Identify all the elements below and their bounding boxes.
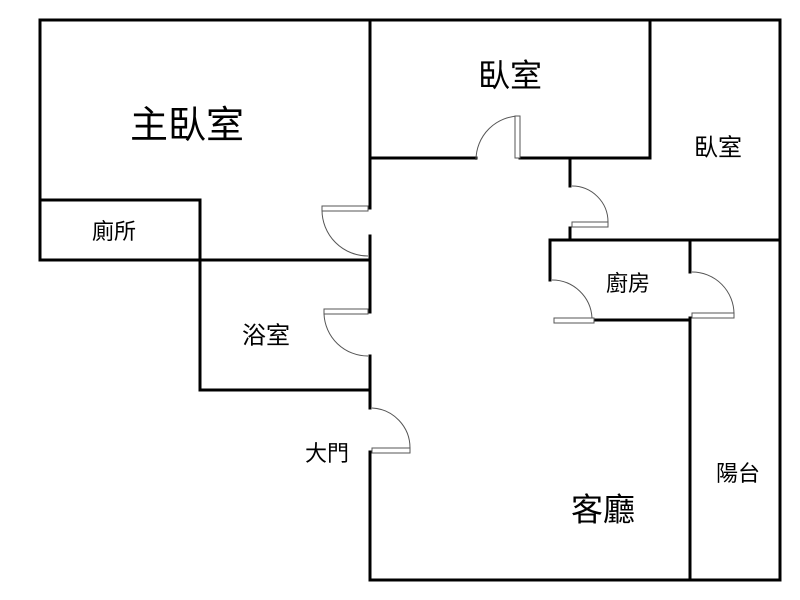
wall-entrance-left (368, 450, 782, 582)
door-bathroom[interactable] (323, 308, 369, 357)
door-kitchen[interactable] (551, 279, 595, 324)
wall-toilet-top (38, 198, 202, 262)
door-master-bedroom[interactable] (321, 205, 369, 257)
label-bathroom: 浴室 (242, 322, 290, 349)
door-bedroom-top[interactable] (475, 115, 521, 161)
label-kitchen: 廚房 (606, 271, 650, 296)
wall-outer-top (38, 18, 782, 582)
label-master-bedroom: 主臥室 (130, 105, 244, 147)
wall-bathroom-left (198, 258, 372, 392)
label-bedroom-top: 臥室 (478, 57, 542, 93)
walls (38, 18, 782, 582)
label-toilet: 廁所 (92, 219, 136, 244)
door-balcony[interactable] (691, 271, 735, 319)
label-balcony: 陽台 (716, 461, 760, 486)
door-main[interactable] (371, 407, 411, 454)
doors (321, 115, 735, 454)
label-living-room: 客廳 (571, 491, 635, 527)
label-bedroom-right: 臥室 (694, 134, 742, 161)
label-main-door: 大門 (305, 441, 349, 466)
door-bedroom-right[interactable] (571, 185, 609, 228)
room-labels: 主臥室 臥室 臥室 廁所 浴室 廚房 大門 客廳 陽台 (92, 57, 760, 527)
